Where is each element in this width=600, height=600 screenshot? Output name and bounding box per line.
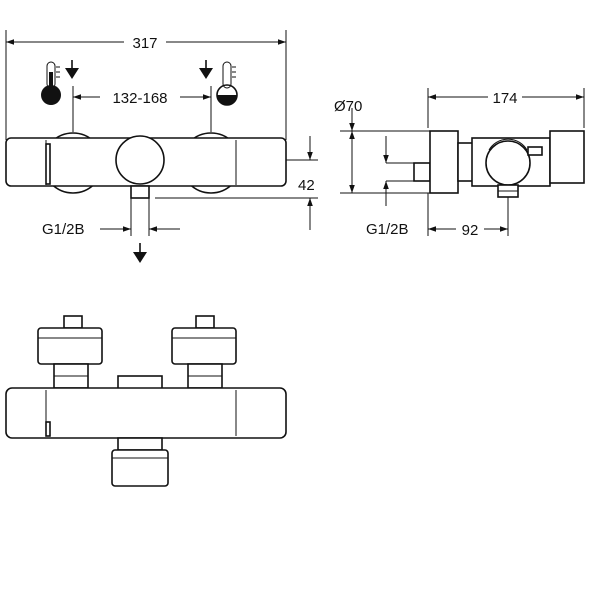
dimension-thread-side: G1/2B xyxy=(366,136,414,238)
dimension-overall-width: 317 xyxy=(5,30,287,140)
arrow-down-icon xyxy=(199,60,213,79)
diameter-label: Ø70 xyxy=(334,98,362,115)
height-label: 42 xyxy=(298,177,315,194)
thread-side-label: G1/2B xyxy=(366,221,409,238)
side-view: Ø70 174 G1/2B xyxy=(334,88,585,239)
thread-front-label: G1/2B xyxy=(42,221,85,238)
dimension-depth: 174 xyxy=(427,88,585,128)
dimension-inlet-spacing: 132-168 xyxy=(72,86,212,132)
hot-thermometer-icon xyxy=(41,61,61,105)
mixer-body-front xyxy=(5,132,287,199)
dimension-height: 42 xyxy=(155,136,318,230)
dimension-thread-front: G1/2B xyxy=(42,198,180,238)
dimension-outlet-offset: 92 xyxy=(427,193,509,239)
mixer-body-side xyxy=(413,130,585,198)
dimension-diameter: Ø70 xyxy=(334,98,430,194)
outlet-offset-label: 92 xyxy=(462,222,479,239)
arrow-down-icon xyxy=(65,60,79,79)
depth-label: 174 xyxy=(492,90,517,107)
flow-arrow-icon xyxy=(133,243,147,263)
cold-thermometer-icon xyxy=(216,61,238,106)
overall-width-label: 317 xyxy=(132,35,157,52)
inlet-spacing-label: 132-168 xyxy=(112,90,167,107)
top-view xyxy=(5,315,287,487)
front-view: 317 xyxy=(5,30,318,263)
